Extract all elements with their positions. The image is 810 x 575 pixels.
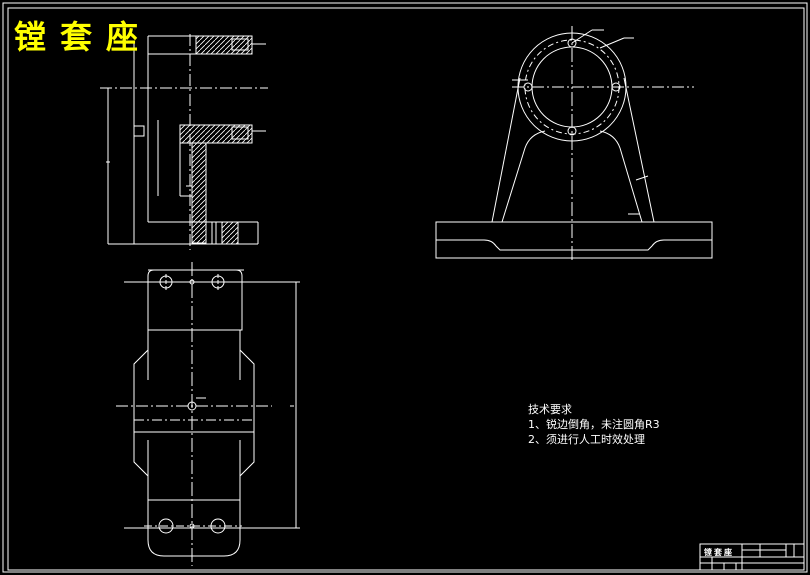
side-view — [435, 26, 713, 262]
front-section-view — [100, 34, 268, 250]
title-block-part-name: 镗套座 — [704, 548, 734, 557]
notes-item-1: 1、锐边倒角，未注圆角R3 — [528, 418, 660, 431]
inner-frame — [7, 7, 805, 571]
drawing-title: 镗套座 — [14, 18, 153, 56]
technical-requirements: 技术要求 1、锐边倒角，未注圆角R3 2、须进行人工时效处理 — [528, 402, 660, 447]
title-block — [699, 543, 805, 571]
plan-view — [116, 262, 300, 566]
notes-heading: 技术要求 — [528, 403, 572, 416]
notes-item-2: 2、须进行人工时效处理 — [528, 433, 645, 446]
